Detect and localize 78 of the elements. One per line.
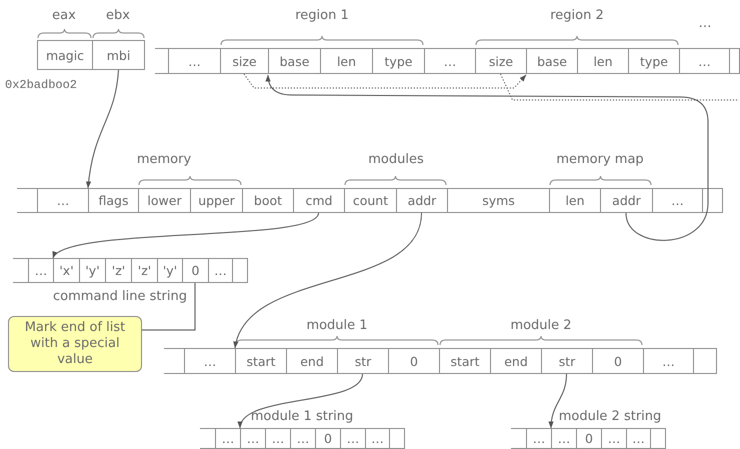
dotted-pointer-arrow — [244, 74, 526, 88]
brace-label: memory — [136, 152, 192, 167]
memory-cell: … — [424, 48, 475, 74]
register-label: ebx — [106, 8, 130, 23]
ellipsis-label: … — [698, 16, 712, 31]
memory-cell: upper — [190, 188, 242, 213]
string-label: module 2 string — [558, 409, 662, 424]
memory-cell: addr — [600, 188, 652, 213]
brace-label: module 2 — [510, 318, 572, 333]
memory-cell: … — [526, 428, 551, 449]
caption-label: command line string — [53, 289, 187, 304]
memory-cell: size — [220, 48, 268, 74]
memory-cell: … — [652, 188, 703, 213]
memory-cell: … — [365, 428, 390, 449]
brace-label: module 1 — [306, 318, 368, 333]
memory-cell: lower — [138, 188, 190, 213]
magic-number-label: 0x2badboo2 — [5, 78, 78, 93]
pointer-arrow — [234, 212, 422, 348]
memory-cell: type — [628, 48, 679, 74]
memory-cell: flags — [88, 188, 138, 213]
pointer-arrow — [266, 74, 708, 241]
memory-cell: … — [240, 428, 265, 449]
memory-cell: boot — [242, 188, 293, 213]
memory-cell: type — [372, 48, 424, 74]
memory-cell: … — [184, 348, 235, 374]
memory-cell: … — [290, 428, 315, 449]
pointer-arrow — [52, 212, 319, 258]
memory-cell: count — [344, 188, 396, 213]
memory-cell: cmd — [293, 188, 344, 213]
memory-cell: … — [601, 428, 626, 449]
memory-cell: 0 — [576, 428, 601, 449]
memory-cell: str — [541, 348, 592, 374]
memory-cell: … — [551, 428, 576, 449]
pointer-arrow — [548, 374, 567, 428]
brace-label: region 2 — [550, 8, 604, 23]
memory-cell: … — [168, 48, 220, 74]
memory-cell: len — [320, 48, 372, 74]
memory-cell: len — [577, 48, 628, 74]
memory-cell: syms — [447, 188, 549, 213]
memory-cell: … — [208, 258, 233, 283]
brace-label: modules — [368, 152, 424, 167]
memory-cell: 0 — [388, 348, 439, 374]
memory-cell: magic — [37, 40, 92, 70]
memory-cell: … — [28, 258, 53, 283]
memory-cell: 'y' — [79, 258, 105, 283]
memory-cell: mbi — [92, 40, 145, 70]
memory-cell: … — [215, 428, 240, 449]
pointer-arrow — [239, 374, 363, 428]
memory-cell: 0 — [592, 348, 643, 374]
leader-line — [142, 282, 196, 330]
memory-cell: … — [626, 428, 651, 449]
memory-cell: … — [37, 188, 88, 213]
brace-label: region 1 — [295, 8, 349, 23]
memory-cell: … — [643, 348, 694, 374]
memory-cell: base — [526, 48, 577, 74]
register-label: eax — [52, 8, 76, 23]
memory-cell: base — [268, 48, 320, 74]
callout-bubble: Mark end of list with a special value — [8, 316, 142, 372]
memory-cell: 'y' — [157, 258, 182, 283]
memory-cell: end — [286, 348, 337, 374]
memory-cell: size — [475, 48, 526, 74]
memory-cell: start — [235, 348, 286, 374]
memory-cell: 'z' — [131, 258, 157, 283]
memory-cell: 'x' — [53, 258, 79, 283]
brace-label: memory map — [556, 152, 644, 167]
memory-cell: str — [337, 348, 388, 374]
memory-cell: … — [679, 48, 730, 74]
memory-cell: addr — [396, 188, 447, 213]
memory-cell: … — [265, 428, 290, 449]
memory-cell: start — [439, 348, 490, 374]
memory-cell: 0 — [315, 428, 340, 449]
memory-cell: … — [340, 428, 365, 449]
string-label: module 1 string — [250, 409, 354, 424]
pointer-arrow — [86, 70, 119, 188]
memory-cell: len — [549, 188, 600, 213]
memory-cell: end — [490, 348, 541, 374]
memory-cell: 'z' — [105, 258, 131, 283]
memory-cell: 0 — [182, 258, 208, 283]
